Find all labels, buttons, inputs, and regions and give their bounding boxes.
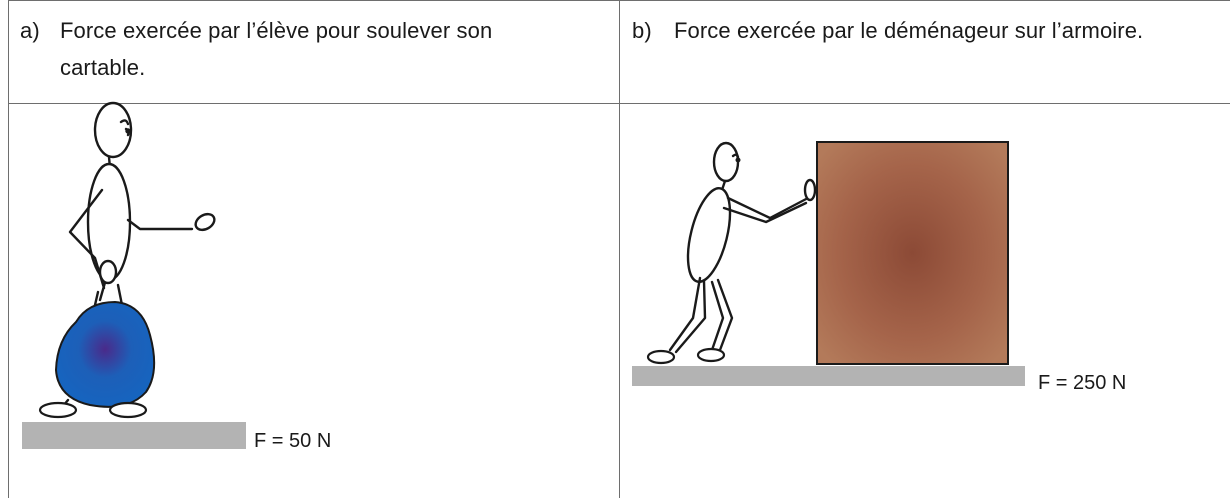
student-head <box>93 101 133 159</box>
force-label-a: F = 50 N <box>254 430 332 452</box>
mover-figure <box>668 141 817 354</box>
ground-a <box>22 422 246 449</box>
header-cell-a: a) Force exercée par l’élève pour soulev… <box>20 12 610 92</box>
cell-label-b: b) <box>632 18 652 43</box>
table-column-divider <box>619 0 620 498</box>
cell-text-a: Force exercée par l’élève pour soulever … <box>60 18 493 80</box>
mover-head <box>712 141 740 183</box>
student-right-foot <box>108 401 148 419</box>
table-row-divider-right <box>245 103 1230 104</box>
force-label-b: F = 250 N <box>1038 372 1127 394</box>
mover-right-foot <box>696 347 726 363</box>
header-cell-b: b) Force exercée par le déménageur sur l… <box>632 12 1222 92</box>
student-left-foot <box>38 401 78 419</box>
ground-b <box>632 366 1025 386</box>
mover-left-foot <box>646 349 676 365</box>
schoolbag <box>54 300 156 408</box>
mover-torso <box>686 187 732 283</box>
table-row-divider-left <box>8 103 245 104</box>
cell-text-b: Force exercée par le déménageur sur l’ar… <box>674 18 1144 43</box>
cell-label-a: a) <box>20 18 40 43</box>
table-border-left <box>8 0 9 498</box>
wardrobe <box>816 141 1009 365</box>
